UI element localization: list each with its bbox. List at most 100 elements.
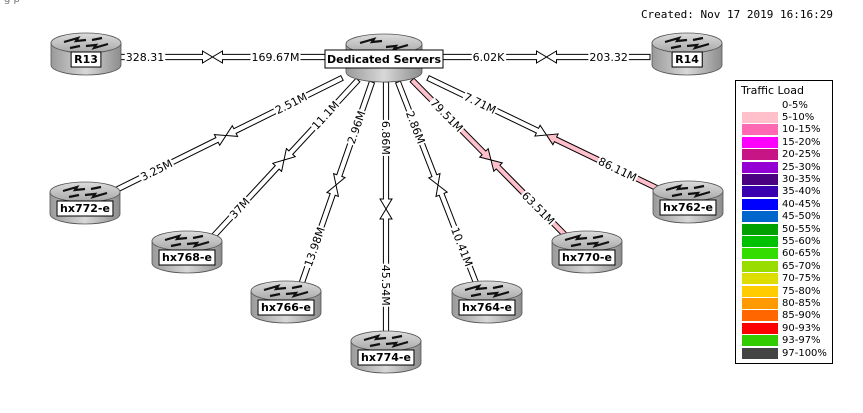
link-hx770-in-label: 63.51M <box>519 189 557 227</box>
legend-label: 10-15% <box>782 124 821 136</box>
link-hx764-in-label: 10.41M <box>448 226 475 269</box>
router-arrows-icon <box>164 234 210 248</box>
router-arrows-icon <box>664 36 710 50</box>
link-r13-in-label: 328.31 <box>126 51 165 64</box>
legend-item: 25-30% <box>742 161 832 173</box>
legend-item: 0-5% <box>742 99 832 111</box>
link-hx768-out-label: 11.1M <box>309 99 342 133</box>
node-r13[interactable]: R13 <box>50 32 122 76</box>
legend-label: 50-55% <box>782 223 821 235</box>
node-hx774-label: hx774-e <box>361 351 411 364</box>
link-hx772-out-label: 2.51M <box>273 90 309 117</box>
legend-label: 30-35% <box>782 174 821 186</box>
legend-item: 10-15% <box>742 124 832 136</box>
legend-label: 15-20% <box>782 136 821 148</box>
legend-item: 70-75% <box>742 272 832 285</box>
legend-swatch <box>742 124 778 136</box>
link-r14-in-label: 203.32 <box>589 51 628 64</box>
node-hx772-label: hx772-e <box>60 202 110 215</box>
legend-swatch <box>742 211 778 223</box>
node-hx774[interactable]: hx774-e <box>350 330 422 374</box>
router-arrows-icon <box>665 184 711 198</box>
legend-swatch <box>742 198 778 210</box>
traffic-load-legend: Traffic Load 0-5%5-10%10-15%15-20%20-25%… <box>735 80 833 364</box>
header-fragment: g p <box>4 0 20 5</box>
node-hx766[interactable]: hx766-e <box>250 280 322 324</box>
legend-label: 97-100% <box>782 347 827 359</box>
link-r14[interactable]: 6.02K 203.32 <box>442 50 651 64</box>
legend-item: 85-90% <box>742 310 832 322</box>
node-hx768-label: hx768-e <box>162 251 212 264</box>
legend-item: 5-10% <box>742 111 832 124</box>
legend-label: 80-85% <box>782 297 821 309</box>
link-hx764-out-label: 2.86M <box>403 109 427 145</box>
node-hx766-label: hx766-e <box>261 301 311 314</box>
link-hx774-out-label: 6.86M <box>379 121 392 155</box>
legend-item: 90-93% <box>742 322 832 334</box>
router-arrows-icon <box>62 185 108 199</box>
legend-swatch <box>742 174 778 186</box>
legend-item: 20-25% <box>742 149 832 161</box>
legend-label: 75-80% <box>782 285 821 297</box>
legend-item: 15-20% <box>742 136 832 148</box>
legend-swatch <box>742 161 778 173</box>
legend-swatch <box>742 99 778 111</box>
legend-swatch <box>742 235 778 247</box>
legend-item: 50-55% <box>742 223 832 235</box>
hub-dedicated-servers[interactable]: Dedicated Servers <box>324 33 444 83</box>
legend-item: 40-45% <box>742 198 832 210</box>
legend-label: 20-25% <box>782 149 821 161</box>
legend-item: 45-50% <box>742 211 832 223</box>
legend-swatch <box>742 223 778 235</box>
legend-swatch <box>742 297 778 309</box>
legend-label: 25-30% <box>782 161 821 173</box>
legend-label: 5-10% <box>782 112 815 124</box>
node-r14-label: R14 <box>675 53 699 66</box>
legend-swatch <box>742 260 778 272</box>
node-hx762-label: hx762-e <box>663 201 713 214</box>
router-arrows-icon <box>359 37 409 51</box>
node-hx762[interactable]: hx762-e <box>652 180 724 224</box>
node-hx768[interactable]: hx768-e <box>151 230 223 274</box>
link-hx762-out-label: 7.71M <box>462 90 498 116</box>
legend-item: 93-97% <box>742 334 832 347</box>
legend-label: 90-93% <box>782 322 821 334</box>
router-arrows-icon <box>564 234 610 248</box>
legend-item: 35-40% <box>742 186 832 198</box>
legend-label: 60-65% <box>782 248 821 260</box>
link-hx766-out-label: 2.96M <box>345 109 369 145</box>
legend-swatch <box>742 112 778 124</box>
legend-label: 45-50% <box>782 211 821 223</box>
legend-label: 35-40% <box>782 186 821 198</box>
node-hx772[interactable]: hx772-e <box>49 181 121 225</box>
link-hx772-in-label: 3.25M <box>139 157 175 184</box>
link-hx770-out-label: 79.51M <box>427 96 465 134</box>
legend-label: 85-90% <box>782 310 821 322</box>
legend-item: 97-100% <box>742 347 832 359</box>
router-arrows-icon <box>464 284 510 298</box>
link-hx762-in-label: 86.11M <box>596 155 639 184</box>
legend-label: 0-5% <box>782 99 808 111</box>
legend-swatch <box>742 149 778 161</box>
legend-swatch <box>742 273 778 285</box>
node-r14[interactable]: R14 <box>651 32 723 76</box>
link-hx762[interactable]: 7.71M 86.11M <box>426 75 667 195</box>
legend-swatch <box>742 136 778 148</box>
legend-swatch <box>742 248 778 260</box>
node-hx770[interactable]: hx770-e <box>551 230 623 274</box>
legend-title: Traffic Load <box>741 84 804 97</box>
node-hx764[interactable]: hx764-e <box>451 280 523 324</box>
legend-label: 65-70% <box>782 260 821 272</box>
legend-label: 93-97% <box>782 335 821 347</box>
legend-label: 70-75% <box>782 273 821 285</box>
link-r13[interactable]: 169.67M 328.31 <box>99 50 326 64</box>
legend-item: 30-35% <box>742 173 832 186</box>
router-arrows-icon <box>63 36 109 50</box>
created-timestamp: Created: Nov 17 2019 16:16:29 <box>640 8 833 21</box>
legend-swatch <box>742 322 778 334</box>
link-r13-out-label: 169.67M <box>252 51 300 64</box>
link-r14-out-label: 6.02K <box>473 51 505 64</box>
legend-item: 75-80% <box>742 285 832 297</box>
